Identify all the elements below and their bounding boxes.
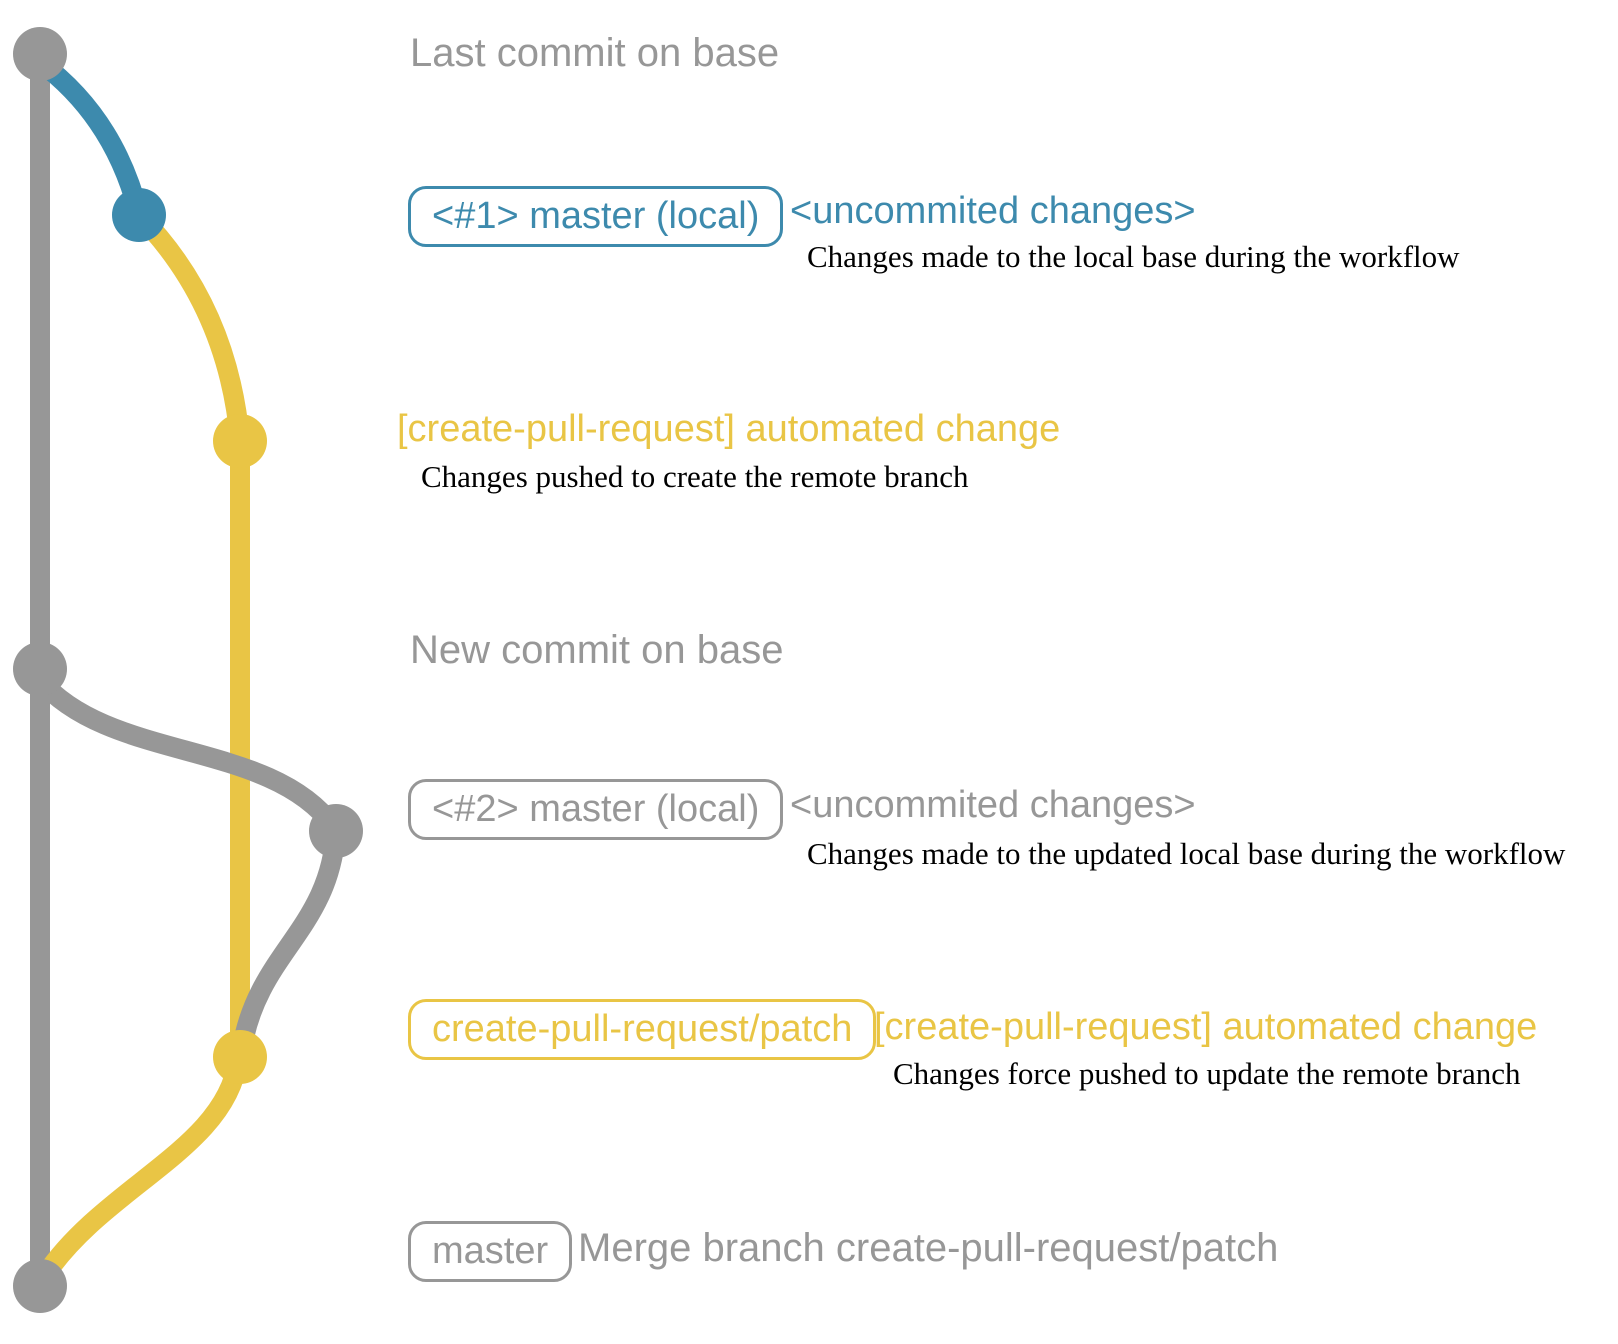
description-local-changes-2: Changes made to the updated local base d… bbox=[807, 836, 1566, 871]
branch-badge-master: master bbox=[408, 1221, 573, 1282]
commit-message-automated-1: [create-pull-request] automated change bbox=[397, 408, 1061, 450]
commit-dot-patch-1 bbox=[213, 414, 267, 468]
description-local-changes-1: Changes made to the local base during th… bbox=[807, 239, 1460, 274]
commit-dot-merge bbox=[13, 1259, 67, 1313]
commit-message-uncommited-2: <uncommited changes> bbox=[790, 784, 1196, 826]
patch-branch-curve-top bbox=[129, 205, 250, 451]
local-master-branch-curve bbox=[30, 52, 149, 225]
commit-dot-new-base bbox=[13, 642, 67, 696]
label-last-commit-on-base: Last commit on base bbox=[410, 31, 780, 75]
commit-dot-patch-2 bbox=[213, 1030, 267, 1084]
branch-badge-master-local-2: <#2> master (local) bbox=[408, 779, 784, 840]
commit-dot-local-1 bbox=[112, 188, 166, 242]
commit-message-automated-2: [create-pull-request] automated change bbox=[874, 1006, 1538, 1048]
branch-badge-master-local-1: <#1> master (local) bbox=[408, 186, 784, 247]
branch-badge-patch: create-pull-request/patch bbox=[408, 999, 877, 1060]
merge-curve bbox=[36, 1050, 248, 1284]
force-push-curve bbox=[232, 820, 346, 1058]
label-merge-branch: Merge branch create-pull-request/patch bbox=[578, 1226, 1279, 1270]
label-new-commit-on-base: New commit on base bbox=[410, 628, 784, 672]
description-force-push: Changes force pushed to update the remot… bbox=[893, 1056, 1521, 1091]
commit-dot-local-2 bbox=[309, 804, 363, 858]
commit-message-uncommited-1: <uncommited changes> bbox=[790, 190, 1196, 232]
rebase-curve-to-local-2 bbox=[30, 670, 343, 836]
commit-dot-last-base bbox=[13, 27, 67, 81]
description-push-create: Changes pushed to create the remote bran… bbox=[421, 459, 969, 494]
